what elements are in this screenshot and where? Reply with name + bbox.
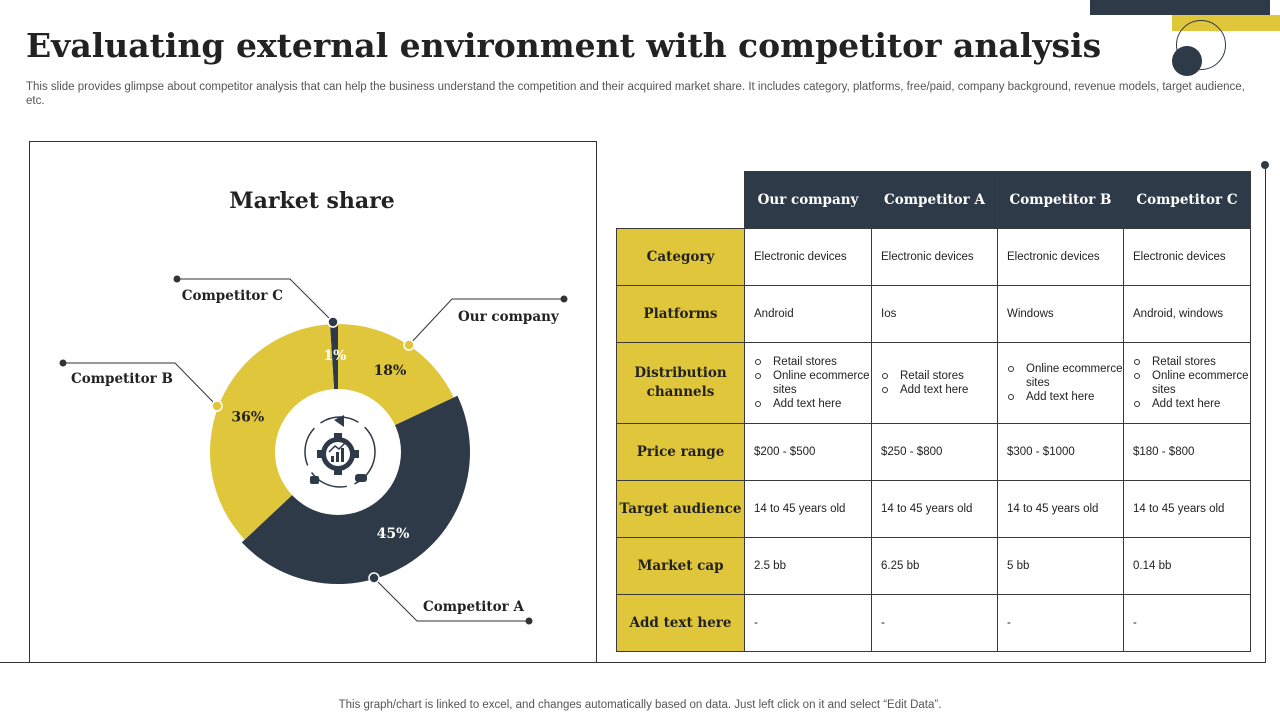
row-header: Distribution channels [616, 342, 745, 424]
table-cell: 2.5 bb [744, 537, 872, 595]
bullet-item: Retail stores [881, 369, 997, 383]
table-cell: $200 - $500 [744, 423, 872, 481]
column-header: Competitor C [1123, 171, 1251, 229]
table-cell: 14 to 45 years old [1123, 480, 1251, 538]
table-cell: Windows [997, 285, 1124, 343]
header-decoration-bar [1090, 0, 1270, 15]
callout-end-dot [560, 295, 568, 303]
table-cell: $300 - $1000 [997, 423, 1124, 481]
page-subtitle: This slide provides glimpse about compet… [26, 81, 1245, 107]
row-header: Price range [616, 423, 745, 481]
footer-note: This graph/chart is linked to excel, and… [338, 699, 942, 711]
table-cell: Electronic devices [997, 228, 1124, 286]
decoration-circle-outline [1176, 20, 1226, 70]
market-share-chart[interactable]: Market share 1% 18% 45% 36% Competitor C Our… [0, 0, 600, 662]
column-header: Competitor B [997, 171, 1124, 229]
bullet-item: Online ecommerce sites [754, 369, 871, 397]
callout-line [177, 278, 334, 323]
slice-value-label: 18% [374, 363, 407, 379]
row-header: Target audience [616, 480, 745, 538]
table-cell: Electronic devices [1123, 228, 1251, 286]
table-cell: - [871, 594, 998, 652]
table-row: Market cap 2.5 bb 6.25 bb 5 bb 0.14 bb [616, 537, 1251, 595]
table-cell: 14 to 45 years old [744, 480, 872, 538]
table-cell: Retail stores Online ecommerce sites Add… [744, 342, 872, 424]
table-right-rule [1265, 165, 1266, 663]
table-cell: 14 to 45 years old [997, 480, 1124, 538]
table-cell: - [744, 594, 872, 652]
bullet-item: Add text here [754, 397, 871, 411]
bullet-item: Add text here [881, 383, 997, 397]
callout-end-dot [173, 275, 181, 283]
table-row: Distribution channels Retail stores Onli… [616, 342, 1251, 424]
callout-end-dot [525, 617, 533, 625]
table-row: Platforms Android Ios Windows Android, w… [616, 285, 1251, 343]
slice-value-label: 1% [323, 348, 346, 364]
gear-growth-chart-icon [304, 415, 376, 488]
table-cell: Retail stores Add text here [871, 342, 998, 424]
callout-label-competitor-a: Competitor A [423, 599, 524, 615]
table-row: Target audience 14 to 45 years old 14 to… [616, 480, 1251, 538]
callout-anchor [327, 316, 339, 328]
table-corner [617, 172, 745, 229]
table-cell: - [997, 594, 1124, 652]
callout-anchor [368, 572, 380, 584]
table-cell: 6.25 bb [871, 537, 998, 595]
table-cell: Online ecommerce sites Add text here [997, 342, 1124, 424]
slice-labels: 1% 18% 45% 36% [231, 348, 409, 542]
bullet-item: Online ecommerce sites [1007, 362, 1123, 390]
page-title: Evaluating external environment with com… [26, 26, 1102, 65]
table-row: Add text here - - - - [616, 594, 1251, 652]
callout-end-dot [59, 359, 67, 367]
table-cell: Electronic devices [871, 228, 998, 286]
bottom-divider [0, 662, 1266, 663]
callout-line [373, 577, 529, 622]
table-cell: $180 - $800 [1123, 423, 1251, 481]
table-right-dot [1261, 161, 1269, 169]
callout-line [408, 298, 564, 346]
slice-value-label: 36% [231, 409, 264, 425]
table-cell: 14 to 45 years old [871, 480, 998, 538]
competitor-table: Our company Competitor A Competitor B Co… [616, 171, 1251, 652]
bullet-item: Retail stores [754, 355, 871, 369]
row-header: Market cap [616, 537, 745, 595]
chart-title: Market share [229, 188, 394, 214]
callout-label-our-company: Our company [458, 309, 560, 325]
table-cell: 0.14 bb [1123, 537, 1251, 595]
row-header: Add text here [616, 594, 745, 652]
bullet-item: Online ecommerce sites [1133, 369, 1250, 397]
callout-line [63, 362, 218, 407]
slice-competitor-b[interactable] [209, 324, 338, 540]
table-cell: Ios [871, 285, 998, 343]
callout-anchor [403, 339, 415, 351]
table-cell: Retail stores Online ecommerce sites Add… [1123, 342, 1251, 424]
callout-label-competitor-b: Competitor B [71, 371, 173, 387]
column-header: Competitor A [871, 171, 998, 229]
table-cell: Android, windows [1123, 285, 1251, 343]
bullet-item: Add text here [1133, 397, 1250, 411]
table-row: Price range $200 - $500 $250 - $800 $300… [616, 423, 1251, 481]
table-cell: 5 bb [997, 537, 1124, 595]
callout-label-competitor-c: Competitor C [182, 288, 283, 304]
market-share-panel [29, 141, 597, 663]
table-cell: Android [744, 285, 872, 343]
table-cell: $250 - $800 [871, 423, 998, 481]
callout-anchor [211, 400, 223, 412]
bullet-item: Add text here [1007, 390, 1123, 404]
table-cell: Electronic devices [744, 228, 872, 286]
bullet-item: Retail stores [1133, 355, 1250, 369]
row-header: Category [616, 228, 745, 286]
column-header: Our company [744, 171, 872, 229]
decoration-circle-filled [1172, 46, 1202, 76]
table-row: Category Electronic devices Electronic d… [616, 228, 1251, 286]
slice-value-label: 45% [377, 526, 410, 542]
table-cell: - [1123, 594, 1251, 652]
row-header: Platforms [616, 285, 745, 343]
